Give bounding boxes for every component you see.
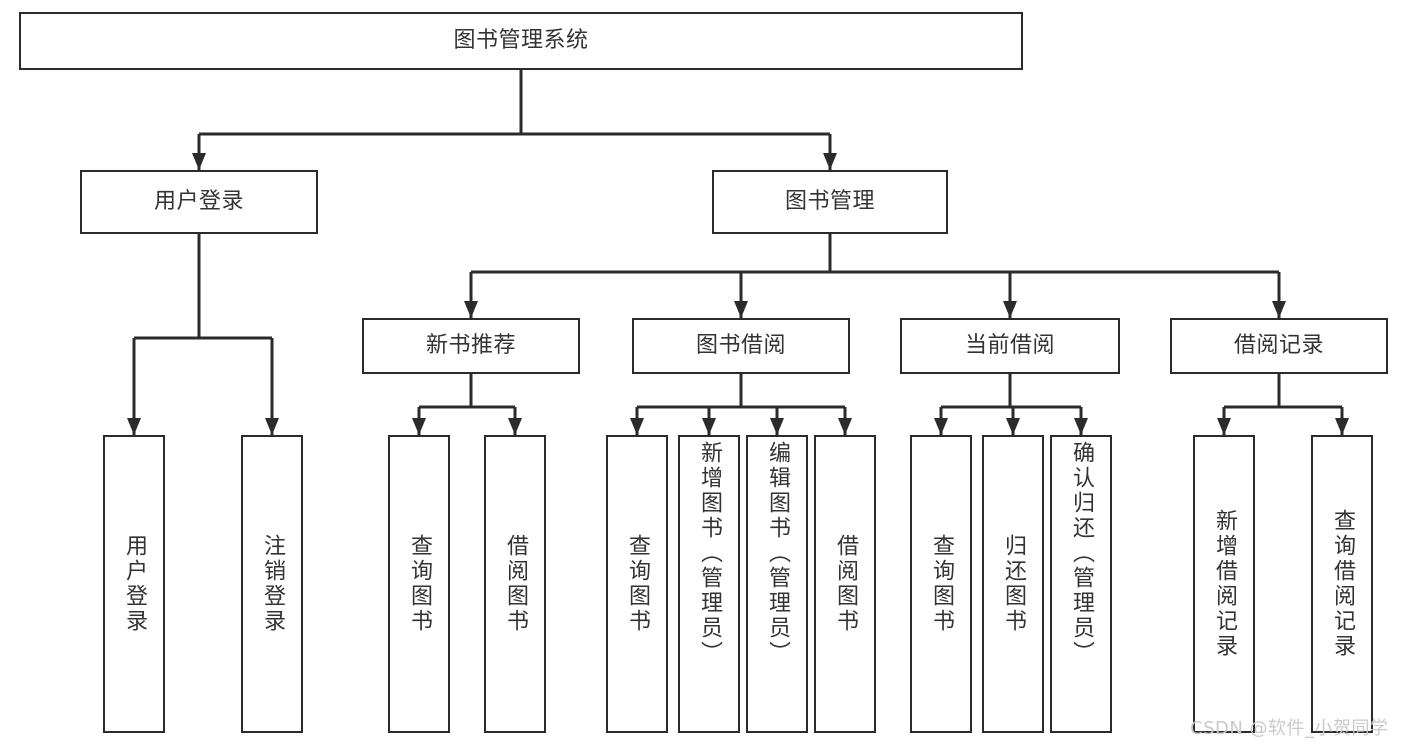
arrow-head-rec2-children-1 xyxy=(1335,418,1349,435)
node-leaf-query-book2[interactable]: 查询图书 xyxy=(606,435,668,733)
node-label-leaf-add-record: 新增借阅记录 xyxy=(1211,509,1237,659)
node-label-leaf-confirm-ret: 确认归还（管理员） xyxy=(1068,441,1094,666)
arrow-head-login-children-0 xyxy=(127,418,141,435)
node-leaf-edit-book[interactable]: 编辑图书（管理员） xyxy=(746,435,808,733)
node-label-leaf-query-book1: 查询图书 xyxy=(406,534,432,634)
node-label-current-borrow: 当前借阅 xyxy=(964,333,1055,359)
node-leaf-query-book3[interactable]: 查询图书 xyxy=(910,435,972,733)
arrow-head-cur-children-1 xyxy=(1006,418,1020,435)
node-leaf-confirm-ret[interactable]: 确认归还（管理员） xyxy=(1050,435,1112,733)
node-leaf-query-book1[interactable]: 查询图书 xyxy=(388,435,450,733)
arrow-head-borrow-children-1 xyxy=(702,418,716,435)
arrow-head-root-children-1 xyxy=(823,153,837,170)
arrow-head-root-children-0 xyxy=(192,153,206,170)
node-label-leaf-borrow-book2: 借阅图书 xyxy=(832,534,858,634)
node-label-new-book-rec: 新书推荐 xyxy=(425,333,516,359)
node-label-leaf-query-book3: 查询图书 xyxy=(928,534,954,634)
arrow-head-rec-children-0 xyxy=(412,418,426,435)
node-borrow-record[interactable]: 借阅记录 xyxy=(1170,318,1388,374)
arrow-head-rec2-children-0 xyxy=(1217,418,1231,435)
arrow-head-manage-children-2 xyxy=(1003,301,1017,318)
node-label-leaf-borrow-book1: 借阅图书 xyxy=(502,534,528,634)
arrow-head-manage-children-0 xyxy=(464,301,478,318)
node-leaf-query-record[interactable]: 查询借阅记录 xyxy=(1311,435,1373,733)
node-label-leaf-query-book2: 查询图书 xyxy=(624,534,650,634)
arrow-head-borrow-children-0 xyxy=(630,418,644,435)
arrow-head-manage-children-3 xyxy=(1272,301,1286,318)
node-leaf-return-book[interactable]: 归还图书 xyxy=(982,435,1044,733)
node-label-leaf-user-login: 用户登录 xyxy=(121,534,147,634)
arrow-head-rec-children-1 xyxy=(508,418,522,435)
node-new-book-rec[interactable]: 新书推荐 xyxy=(362,318,580,374)
node-label-leaf-query-record: 查询借阅记录 xyxy=(1329,509,1355,659)
node-label-root: 图书管理系统 xyxy=(453,28,589,54)
node-leaf-borrow-book1[interactable]: 借阅图书 xyxy=(484,435,546,733)
node-label-leaf-add-book: 新增图书（管理员） xyxy=(696,441,722,666)
node-current-borrow[interactable]: 当前借阅 xyxy=(900,318,1120,374)
node-label-book-manage: 图书管理 xyxy=(784,189,875,215)
arrow-head-borrow-children-3 xyxy=(838,418,852,435)
node-leaf-add-record[interactable]: 新增借阅记录 xyxy=(1193,435,1255,733)
node-leaf-logout[interactable]: 注销登录 xyxy=(241,435,303,733)
node-label-user-login: 用户登录 xyxy=(153,189,244,215)
node-label-leaf-edit-book: 编辑图书（管理员） xyxy=(764,441,790,666)
node-leaf-user-login[interactable]: 用户登录 xyxy=(103,435,165,733)
node-leaf-add-book[interactable]: 新增图书（管理员） xyxy=(678,435,740,733)
node-label-book-borrow: 图书借阅 xyxy=(695,333,786,359)
csdn-watermark: CSDN @软件_小贺同学 xyxy=(1190,718,1389,739)
node-user-login[interactable]: 用户登录 xyxy=(80,170,318,234)
node-label-leaf-return-book: 归还图书 xyxy=(1000,534,1026,634)
node-leaf-borrow-book2[interactable]: 借阅图书 xyxy=(814,435,876,733)
arrow-head-manage-children-1 xyxy=(734,301,748,318)
arrow-head-cur-children-0 xyxy=(934,418,948,435)
node-label-leaf-logout: 注销登录 xyxy=(259,534,285,634)
node-book-borrow[interactable]: 图书借阅 xyxy=(632,318,850,374)
node-book-manage[interactable]: 图书管理 xyxy=(712,170,948,234)
arrow-head-login-children-1 xyxy=(265,418,279,435)
arrow-head-cur-children-2 xyxy=(1074,418,1088,435)
node-label-borrow-record: 借阅记录 xyxy=(1233,333,1324,359)
node-root[interactable]: 图书管理系统 xyxy=(19,12,1023,70)
arrow-head-borrow-children-2 xyxy=(770,418,784,435)
